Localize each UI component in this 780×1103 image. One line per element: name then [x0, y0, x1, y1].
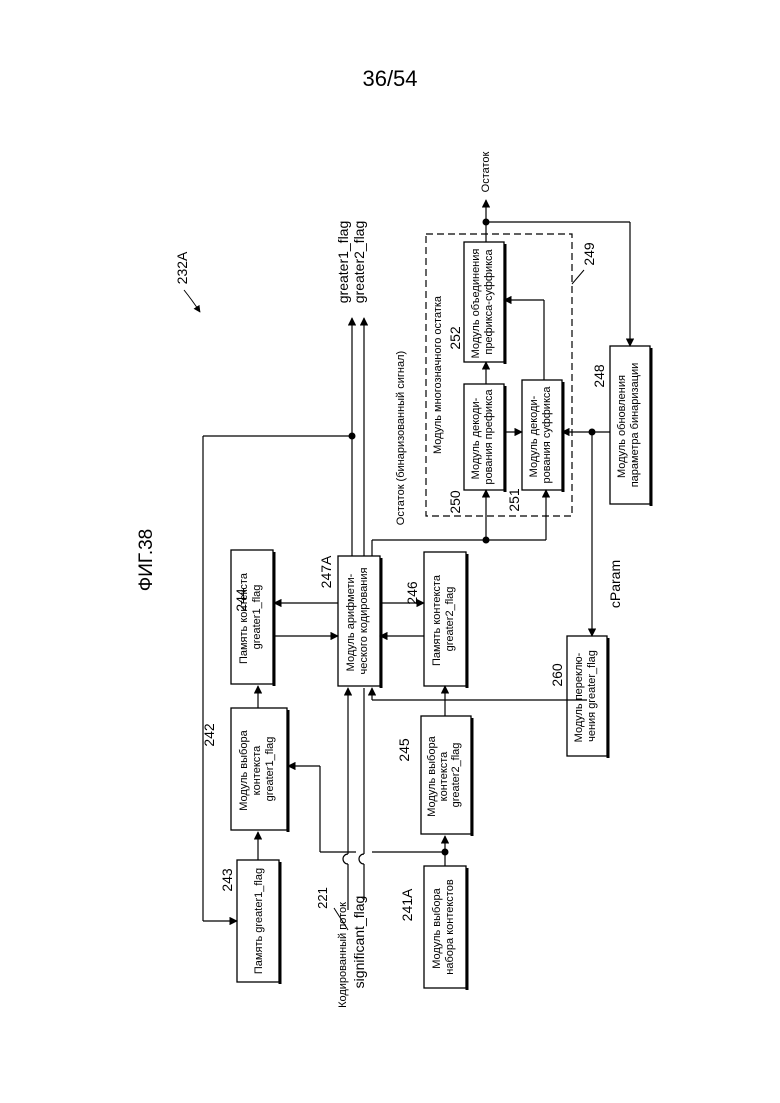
block-246-line-1: Память контекста: [431, 574, 443, 666]
block-243-line-1: Память greater1_flag: [253, 868, 265, 974]
block-260-line-2: чения greater_flag: [586, 650, 598, 742]
block-244-greater1-context-memory: Память контекста greater1_flag 244: [231, 550, 274, 686]
block-246-number: 246: [404, 581, 420, 605]
block-242-line-3: greater1_flag: [264, 737, 276, 802]
svg-text:Модуль переклю- чения gr: Модуль переклю- чения greater_flag: [573, 650, 598, 743]
svg-text:Модуль декоди- рования п: Модуль декоди- рования префикса: [470, 388, 495, 484]
block-242-line-1: Модуль выбора: [238, 729, 250, 810]
block-244-line-2: greater1_flag: [251, 585, 263, 650]
svg-text:Модуль декоди- рования с: Модуль декоди- рования суффикса: [528, 386, 553, 484]
figure-title: ФИГ.38: [136, 529, 157, 591]
block-245-greater2-context-select: Модуль выбора контекста greater2_flag 24…: [396, 716, 472, 836]
block-246-line-2: greater2_flag: [444, 587, 456, 652]
block-244-number: 244: [233, 588, 249, 612]
svg-text:Модуль объединения префи: Модуль объединения префикса-суффикса: [470, 246, 495, 359]
block-247A-line-1: Модуль арифмети-: [345, 573, 357, 671]
block-247A-line-2: ческого кодирования: [358, 567, 370, 674]
block-248-number: 248: [591, 364, 607, 388]
block-260-number: 260: [549, 663, 565, 687]
label-cparam: cParam: [607, 560, 623, 608]
block-241A-line-1: Модуль выбора: [431, 887, 443, 968]
block-260-greater-flag-switch: Модуль переклю- чения greater_flag 260: [549, 636, 608, 758]
group-249-multivalue-remainder: Модуль многозначного остатка 249: [426, 234, 597, 516]
block-245-line-1: Модуль выбора: [426, 735, 438, 816]
block-242-line-2: контекста: [251, 745, 263, 796]
block-252-number: 252: [447, 326, 463, 350]
figure-ref: 232A: [174, 251, 190, 284]
block-251-number: 251: [506, 488, 522, 512]
svg-text:Модуль обновления параме: Модуль обновления параметра бинаризации: [616, 363, 641, 488]
block-250-line-2: рования префикса: [483, 388, 495, 484]
block-251-line-1: Модуль декоди-: [528, 395, 540, 477]
block-247A-arithmetic-decoder: Модуль арифмети- ческого кодирования 247…: [318, 555, 381, 688]
block-241A-context-set-select: Модуль выбора набора контекстов 241A: [399, 866, 467, 990]
svg-text:Модуль выбора набора кон: Модуль выбора набора контекстов: [431, 879, 456, 975]
block-241A-line-2: набора контекстов: [444, 879, 456, 975]
block-244-line-1: Память контекста: [238, 572, 250, 664]
svg-text:Модуль арифмети- ческого: Модуль арифмети- ческого кодирования: [345, 567, 370, 674]
group-249-number: 249: [581, 242, 597, 266]
label-greater1-flag: greater1_flag: [335, 221, 351, 304]
block-251-suffix-decoder: Модуль декоди- рования суффикса 251: [506, 380, 563, 512]
label-remainder-binarized: Остаток (бинаризованный сигнал): [395, 351, 407, 525]
block-248-line-1: Модуль обновления: [616, 375, 628, 478]
figure-ref-leader: [184, 290, 200, 312]
block-252-line-1: Модуль объединения: [470, 249, 482, 359]
label-encoded-stream: Кодированный поток: [337, 902, 349, 1008]
block-248-binarization-update: Модуль обновления параметра бинаризации …: [591, 346, 651, 506]
block-246-greater2-context-memory: Память контекста greater2_flag 246: [404, 552, 467, 688]
block-250-line-1: Модуль декоди-: [470, 397, 482, 479]
block-248-line-2: параметра бинаризации: [629, 363, 641, 488]
block-242-greater1-context-select: Модуль выбора контекста greater1_flag 24…: [201, 708, 288, 832]
block-252-prefix-suffix-merge: Модуль объединения префикса-суффикса 252: [447, 242, 505, 364]
block-250-number: 250: [447, 490, 463, 514]
block-250-prefix-decoder: Модуль декоди- рования префикса 250: [447, 384, 505, 514]
block-245-number: 245: [396, 738, 412, 762]
block-243-greater1-memory: Память greater1_flag 243: [219, 860, 280, 984]
block-243-number: 243: [219, 868, 235, 892]
block-245-line-3: greater2_flag: [450, 743, 462, 808]
label-greater2-flag: greater2_flag: [351, 221, 367, 304]
block-252-line-2: префикса-суффикса: [483, 248, 495, 354]
block-247A-number: 247A: [318, 555, 334, 588]
block-260-line-1: Модуль переклю-: [573, 652, 585, 742]
block-251-line-2: рования суффикса: [541, 386, 553, 484]
block-245-line-2: контекста: [438, 751, 450, 802]
group-249-label: Модуль многозначного остатка: [432, 295, 444, 454]
label-remainder-output: Остаток: [480, 151, 492, 192]
block-241A-number: 241A: [399, 888, 415, 921]
label-significant-flag: significant_flag: [351, 896, 367, 989]
label-input-number: 221: [315, 887, 330, 909]
